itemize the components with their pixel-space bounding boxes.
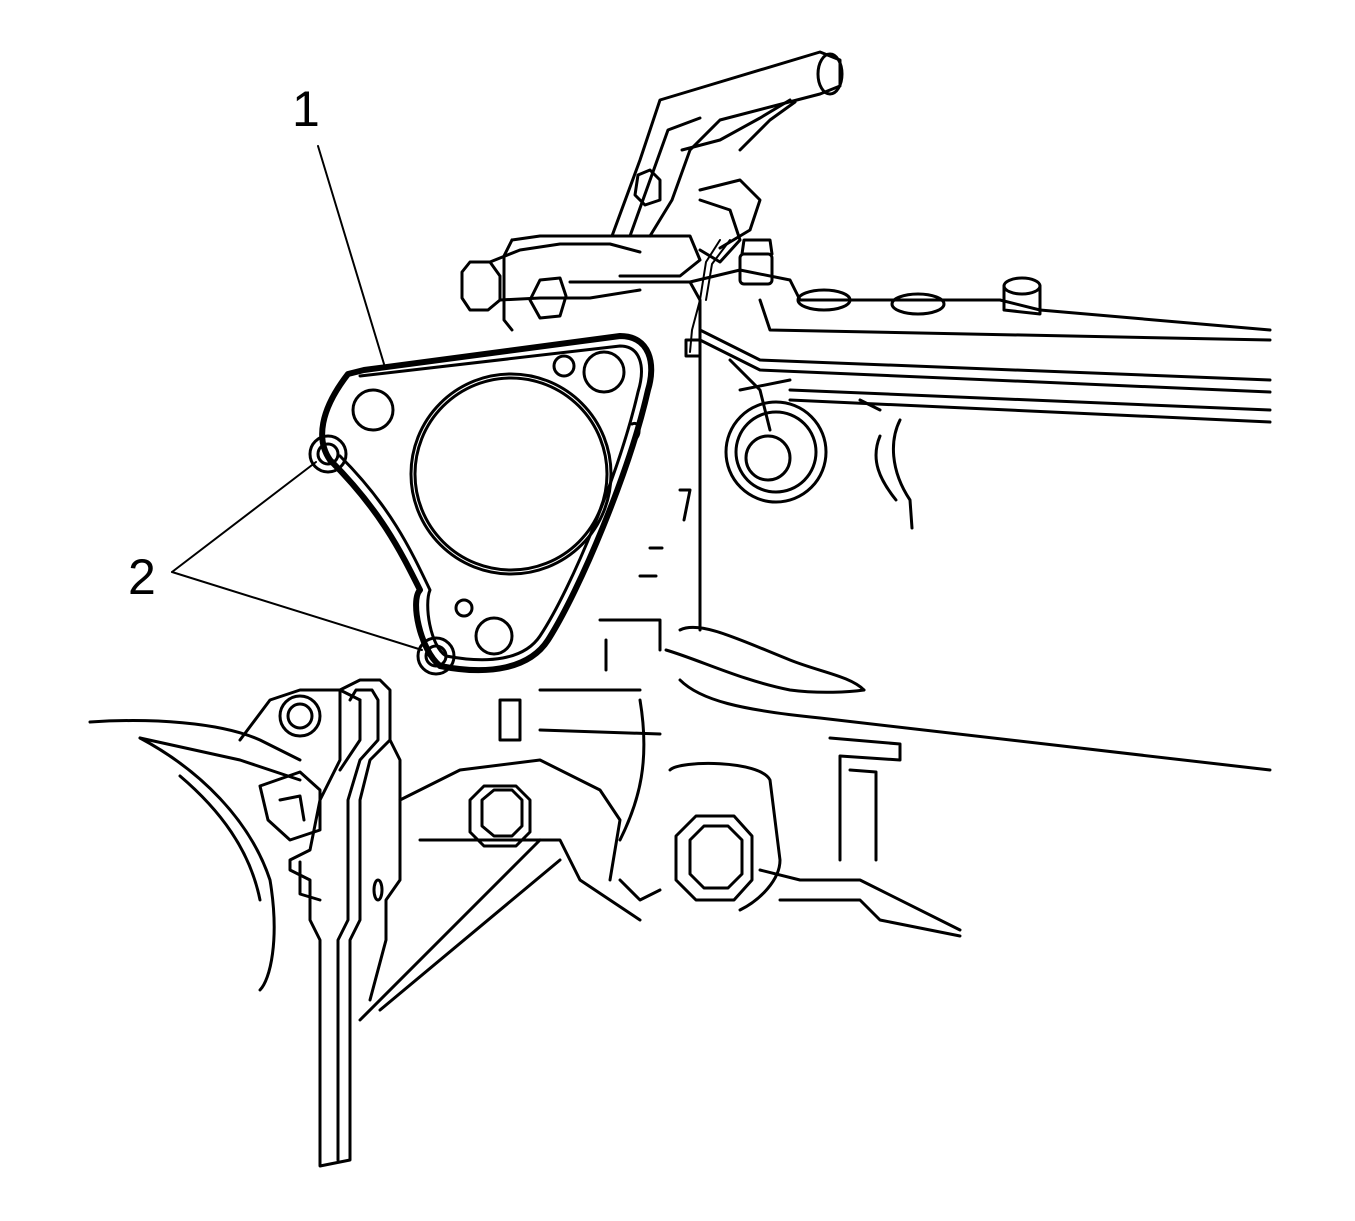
engine-mount-boss xyxy=(724,398,914,530)
upper-bracket-bolts xyxy=(460,234,774,332)
leader-line-2a xyxy=(171,461,317,573)
callout-label-1: 1 xyxy=(292,81,320,137)
leader-line-1 xyxy=(317,145,385,365)
lower-housing xyxy=(88,688,362,992)
leader-line-2b xyxy=(171,571,423,651)
sensor-wire xyxy=(638,239,731,578)
upper-pipe-bracket xyxy=(610,50,844,278)
gasket-bolts xyxy=(308,434,456,676)
gasket-part xyxy=(319,333,655,674)
callout-label-2: 2 xyxy=(128,549,156,605)
callout-labels: 1 2 xyxy=(128,81,320,605)
leader-lines xyxy=(171,145,423,651)
lower-bolts xyxy=(358,698,962,1022)
vertical-strap-bracket xyxy=(288,678,402,1168)
engine-upper-body xyxy=(568,268,1272,632)
engine-mid-body xyxy=(538,618,1272,862)
